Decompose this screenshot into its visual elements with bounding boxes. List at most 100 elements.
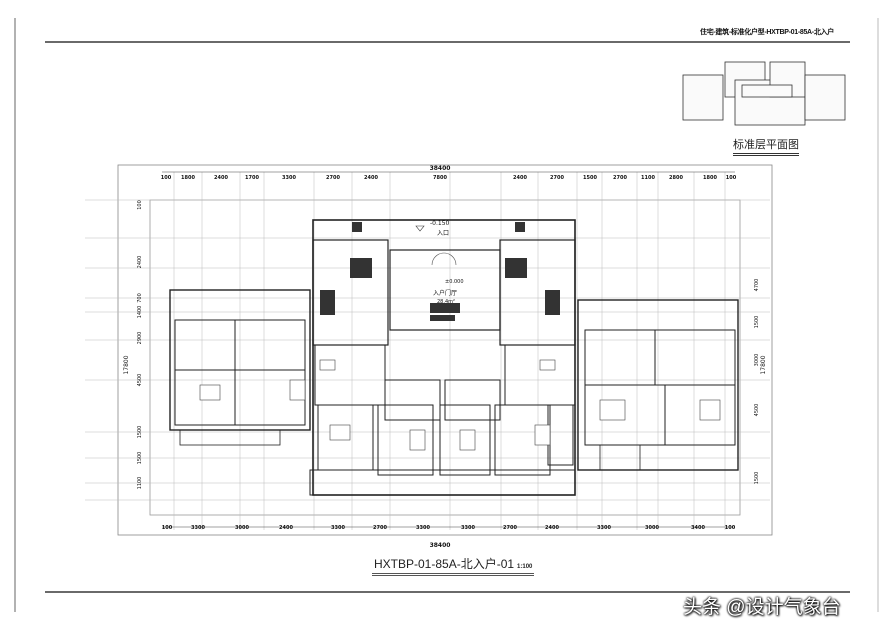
key-plan-block bbox=[682, 74, 724, 121]
top-dim-label: 2700 bbox=[326, 175, 340, 181]
entrance-level-label: -0.150 bbox=[430, 220, 450, 227]
bottom-dim-label: 3000 bbox=[235, 525, 249, 531]
furniture bbox=[199, 384, 221, 401]
sheet-title: 住宅-建筑-标准化户型-HXTBP-01-85A-北入户 bbox=[700, 29, 834, 36]
bottom-dim-label: 2700 bbox=[503, 525, 517, 531]
top-dim-label: 1100 bbox=[641, 175, 655, 181]
bottom-total-dim: 38400 bbox=[430, 542, 451, 549]
room-wall bbox=[599, 444, 641, 471]
dimension-lines: 100 1800 2400 1700 3300 2700 2400 7800 2400 2700 1… bbox=[137, 171, 760, 531]
lobby-area-label: 28.4m² bbox=[437, 299, 455, 305]
top-dim-label: 2400 bbox=[513, 175, 527, 181]
left-dim-label: 2400 bbox=[137, 256, 143, 269]
top-dim-label: 1700 bbox=[245, 175, 259, 181]
top-dim-label: 2700 bbox=[613, 175, 627, 181]
left-dim-label: 1500 bbox=[137, 426, 143, 439]
room-wall bbox=[377, 404, 434, 476]
bottom-dim-label: 3300 bbox=[461, 525, 475, 531]
core-element bbox=[515, 222, 525, 232]
room-wall bbox=[309, 469, 576, 496]
top-dim-label: 3300 bbox=[282, 175, 296, 181]
top-dim-label: 2400 bbox=[214, 175, 228, 181]
bottom-dim-label: 3300 bbox=[331, 525, 345, 531]
room-wall bbox=[577, 299, 739, 471]
room-wall bbox=[179, 429, 281, 446]
furniture bbox=[409, 429, 426, 451]
left-dim-label: 2900 bbox=[137, 332, 143, 345]
right-dim-label: 4700 bbox=[754, 279, 760, 292]
key-plan-thumbnail bbox=[682, 61, 846, 126]
left-dim-label: 100 bbox=[137, 200, 143, 210]
furniture bbox=[319, 359, 336, 371]
core-element bbox=[545, 290, 560, 315]
top-dim-label: 100 bbox=[161, 175, 172, 181]
top-dim-label: 2800 bbox=[669, 175, 683, 181]
axis-grid bbox=[85, 172, 770, 530]
key-plan-caption: 标准层平面图 bbox=[733, 136, 799, 156]
furniture bbox=[329, 424, 351, 441]
core-element bbox=[505, 258, 527, 278]
furniture bbox=[699, 399, 721, 421]
bottom-dim-label: 100 bbox=[725, 525, 736, 531]
room-wall bbox=[664, 384, 736, 446]
left-dim-label: 4500 bbox=[137, 374, 143, 387]
room-wall bbox=[439, 404, 491, 476]
room-wall bbox=[444, 379, 501, 421]
room-wall bbox=[314, 344, 386, 406]
bottom-dim-label: 3300 bbox=[597, 525, 611, 531]
bottom-dim-label: 3400 bbox=[691, 525, 705, 531]
core-element bbox=[350, 258, 372, 278]
bottom-dim-label: 2400 bbox=[545, 525, 559, 531]
building-plan bbox=[169, 219, 739, 496]
room-wall bbox=[234, 319, 306, 371]
furniture bbox=[289, 379, 306, 401]
left-dim-label: 1500 bbox=[137, 452, 143, 465]
right-total-dim: 17800 bbox=[760, 355, 767, 374]
bottom-dim-label: 2400 bbox=[279, 525, 293, 531]
top-dim-label: 1500 bbox=[583, 175, 597, 181]
right-dim-label: 4500 bbox=[754, 404, 760, 417]
room-wall bbox=[547, 404, 574, 466]
key-plan-block bbox=[741, 84, 793, 98]
top-dim-label: 1800 bbox=[181, 175, 195, 181]
watermark: 头条 @设计气象台 bbox=[683, 597, 841, 618]
bottom-dim-label: 3300 bbox=[416, 525, 430, 531]
outer-boundary bbox=[117, 164, 773, 536]
core-element bbox=[430, 315, 455, 321]
bottom-dim-label: 2700 bbox=[373, 525, 387, 531]
bottom-dim-label: 3300 bbox=[191, 525, 205, 531]
core-element bbox=[352, 222, 362, 232]
right-dim-label: 3000 bbox=[754, 354, 760, 367]
floor-level-label: ±0.000 bbox=[445, 279, 464, 285]
lobby-label: 入户门厅 bbox=[433, 289, 457, 297]
entrance-label: 入口 bbox=[437, 230, 449, 237]
room-wall bbox=[389, 249, 501, 331]
left-total-dim: 17800 bbox=[123, 355, 130, 374]
right-dim-label: 1500 bbox=[754, 472, 760, 485]
left-dim-label: 700 bbox=[137, 293, 143, 303]
furniture bbox=[459, 429, 476, 451]
bottom-dim-label: 100 bbox=[162, 525, 173, 531]
room-wall bbox=[504, 344, 576, 406]
plan-title-text: HXTBP-01-85A-北入户-01 bbox=[374, 557, 515, 571]
furniture bbox=[539, 359, 556, 371]
furniture bbox=[599, 399, 626, 421]
top-total-dim: 38400 bbox=[430, 165, 451, 172]
core-element bbox=[430, 303, 460, 313]
top-dim-label: 7800 bbox=[433, 175, 447, 181]
left-dim-label: 1100 bbox=[137, 477, 143, 490]
room-wall bbox=[384, 379, 441, 421]
bottom-dim-label: 3000 bbox=[645, 525, 659, 531]
entrance-door-icon bbox=[431, 252, 457, 266]
key-plan-block bbox=[804, 74, 846, 121]
plan-scale: 1:100 bbox=[517, 564, 533, 570]
top-dim-label: 1800 bbox=[703, 175, 717, 181]
furniture bbox=[534, 424, 551, 446]
top-dim-label: 2700 bbox=[550, 175, 564, 181]
room-wall bbox=[174, 319, 236, 371]
left-dim-label: 1400 bbox=[137, 306, 143, 319]
room-wall bbox=[584, 329, 656, 386]
level-marker-icon bbox=[415, 225, 425, 232]
